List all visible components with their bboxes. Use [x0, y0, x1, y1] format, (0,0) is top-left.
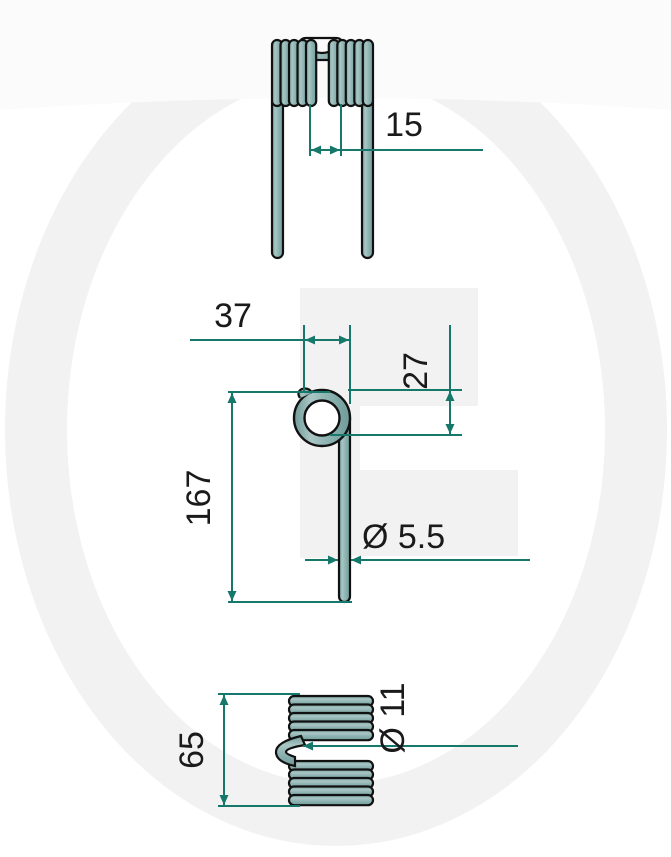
- dimension-37: 37: [190, 297, 351, 404]
- dimension-167-label: 167: [180, 470, 218, 527]
- top-view-right-coil: [327, 38, 375, 108]
- dimension-167: 167: [180, 391, 352, 603]
- top-view-left-tine: [270, 94, 285, 260]
- dimension-diameter-11: Ø 11: [303, 682, 518, 754]
- bottom-view-upper-coil: [287, 694, 375, 742]
- dimension-27-label: 27: [397, 352, 435, 390]
- dimension-65: 65: [173, 693, 300, 807]
- side-view-eye: [292, 387, 352, 448]
- side-view: 37 27 167 Ø 5.5: [180, 297, 530, 604]
- side-view-tine: [337, 410, 352, 604]
- dimension-15-label: 15: [385, 106, 423, 144]
- dimension-diameter-11-label: Ø 11: [374, 682, 412, 753]
- dimension-65-label: 65: [173, 731, 211, 769]
- top-view: 15: [270, 36, 483, 260]
- bottom-view-bridge: [274, 734, 307, 768]
- bottom-view: 65 Ø 11: [173, 682, 518, 807]
- dimension-diameter-5-5-label: Ø 5.5: [362, 518, 445, 556]
- dimension-37-label: 37: [214, 297, 252, 335]
- dimension-diameter-5-5: Ø 5.5: [305, 518, 530, 565]
- top-view-left-coil: [270, 38, 318, 108]
- dimension-15: 15: [309, 104, 483, 156]
- top-view-right-tine: [360, 94, 375, 260]
- bottom-view-lower-coil: [287, 759, 375, 807]
- dimension-27: 27: [330, 325, 462, 436]
